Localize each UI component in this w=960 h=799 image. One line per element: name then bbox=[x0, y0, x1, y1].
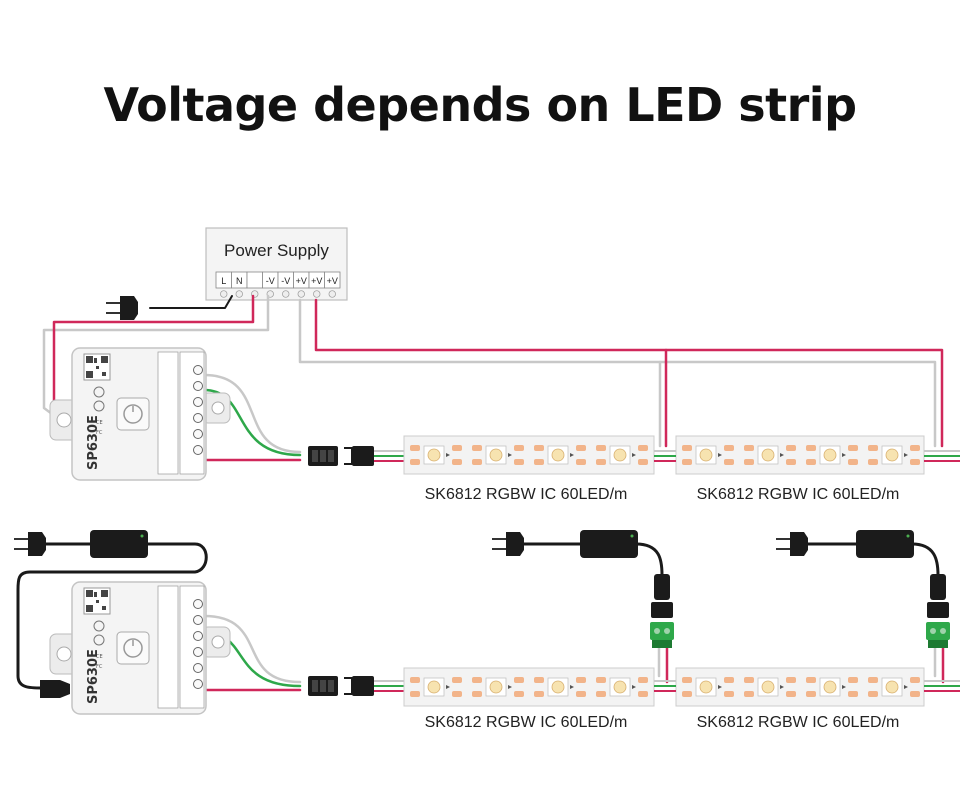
terminal-label: -V bbox=[266, 276, 275, 286]
terminal-screw bbox=[235, 290, 243, 298]
power-adapter-bottom-mid bbox=[580, 530, 638, 558]
bottom-wires bbox=[16, 542, 945, 692]
terminal-cell bbox=[324, 271, 341, 289]
power-supply-title: Power Supply bbox=[224, 241, 329, 260]
strip-label-top-2: SK6812 RGBW IC 60LED/m bbox=[697, 486, 900, 503]
ac-plug-top bbox=[105, 295, 139, 321]
terminal-label: +V bbox=[296, 276, 307, 286]
power-adapter-bottom-right bbox=[856, 530, 914, 558]
terminal-label: +V bbox=[311, 276, 322, 286]
terminal-cell bbox=[246, 271, 263, 289]
terminal-screw bbox=[328, 290, 336, 298]
sm-connector-bottom bbox=[307, 675, 375, 697]
strip-label-bottom-1: SK6812 RGBW IC 60LED/m bbox=[425, 714, 628, 731]
terminal-label: -V bbox=[281, 276, 290, 286]
power-adapter-bottom-left bbox=[90, 530, 148, 558]
strip-top-1 bbox=[403, 435, 655, 475]
terminal-screw bbox=[313, 290, 321, 298]
ac-plug-bottom-mid bbox=[491, 531, 525, 557]
controller-model-top: SP630E bbox=[86, 415, 101, 470]
terminal-screw bbox=[220, 290, 228, 298]
dc-jack-right bbox=[926, 574, 950, 648]
controller-model-bottom: SP630E bbox=[86, 649, 101, 704]
terminal-screw bbox=[297, 290, 305, 298]
dc-jack-mid bbox=[650, 574, 674, 648]
page-title: Voltage depends on LED strip bbox=[103, 78, 858, 132]
strip-label-bottom-2: SK6812 RGBW IC 60LED/m bbox=[697, 714, 900, 731]
strip-bottom-1 bbox=[403, 667, 655, 707]
sm-connector-top bbox=[307, 445, 375, 467]
terminal-label: N bbox=[236, 276, 243, 286]
terminal-label: L bbox=[221, 276, 226, 286]
terminal-screw bbox=[282, 290, 290, 298]
strip-top-2 bbox=[675, 435, 925, 475]
controller-top: SP630E bbox=[49, 347, 231, 481]
strip-bottom-2 bbox=[675, 667, 925, 707]
terminal-label: +V bbox=[327, 276, 338, 286]
controller-bottom: SP630E bbox=[49, 581, 231, 715]
ac-plug-bottom-left bbox=[13, 531, 47, 557]
ac-plug-bottom-right bbox=[775, 531, 809, 557]
strip-label-top-1: SK6812 RGBW IC 60LED/m bbox=[425, 486, 628, 503]
